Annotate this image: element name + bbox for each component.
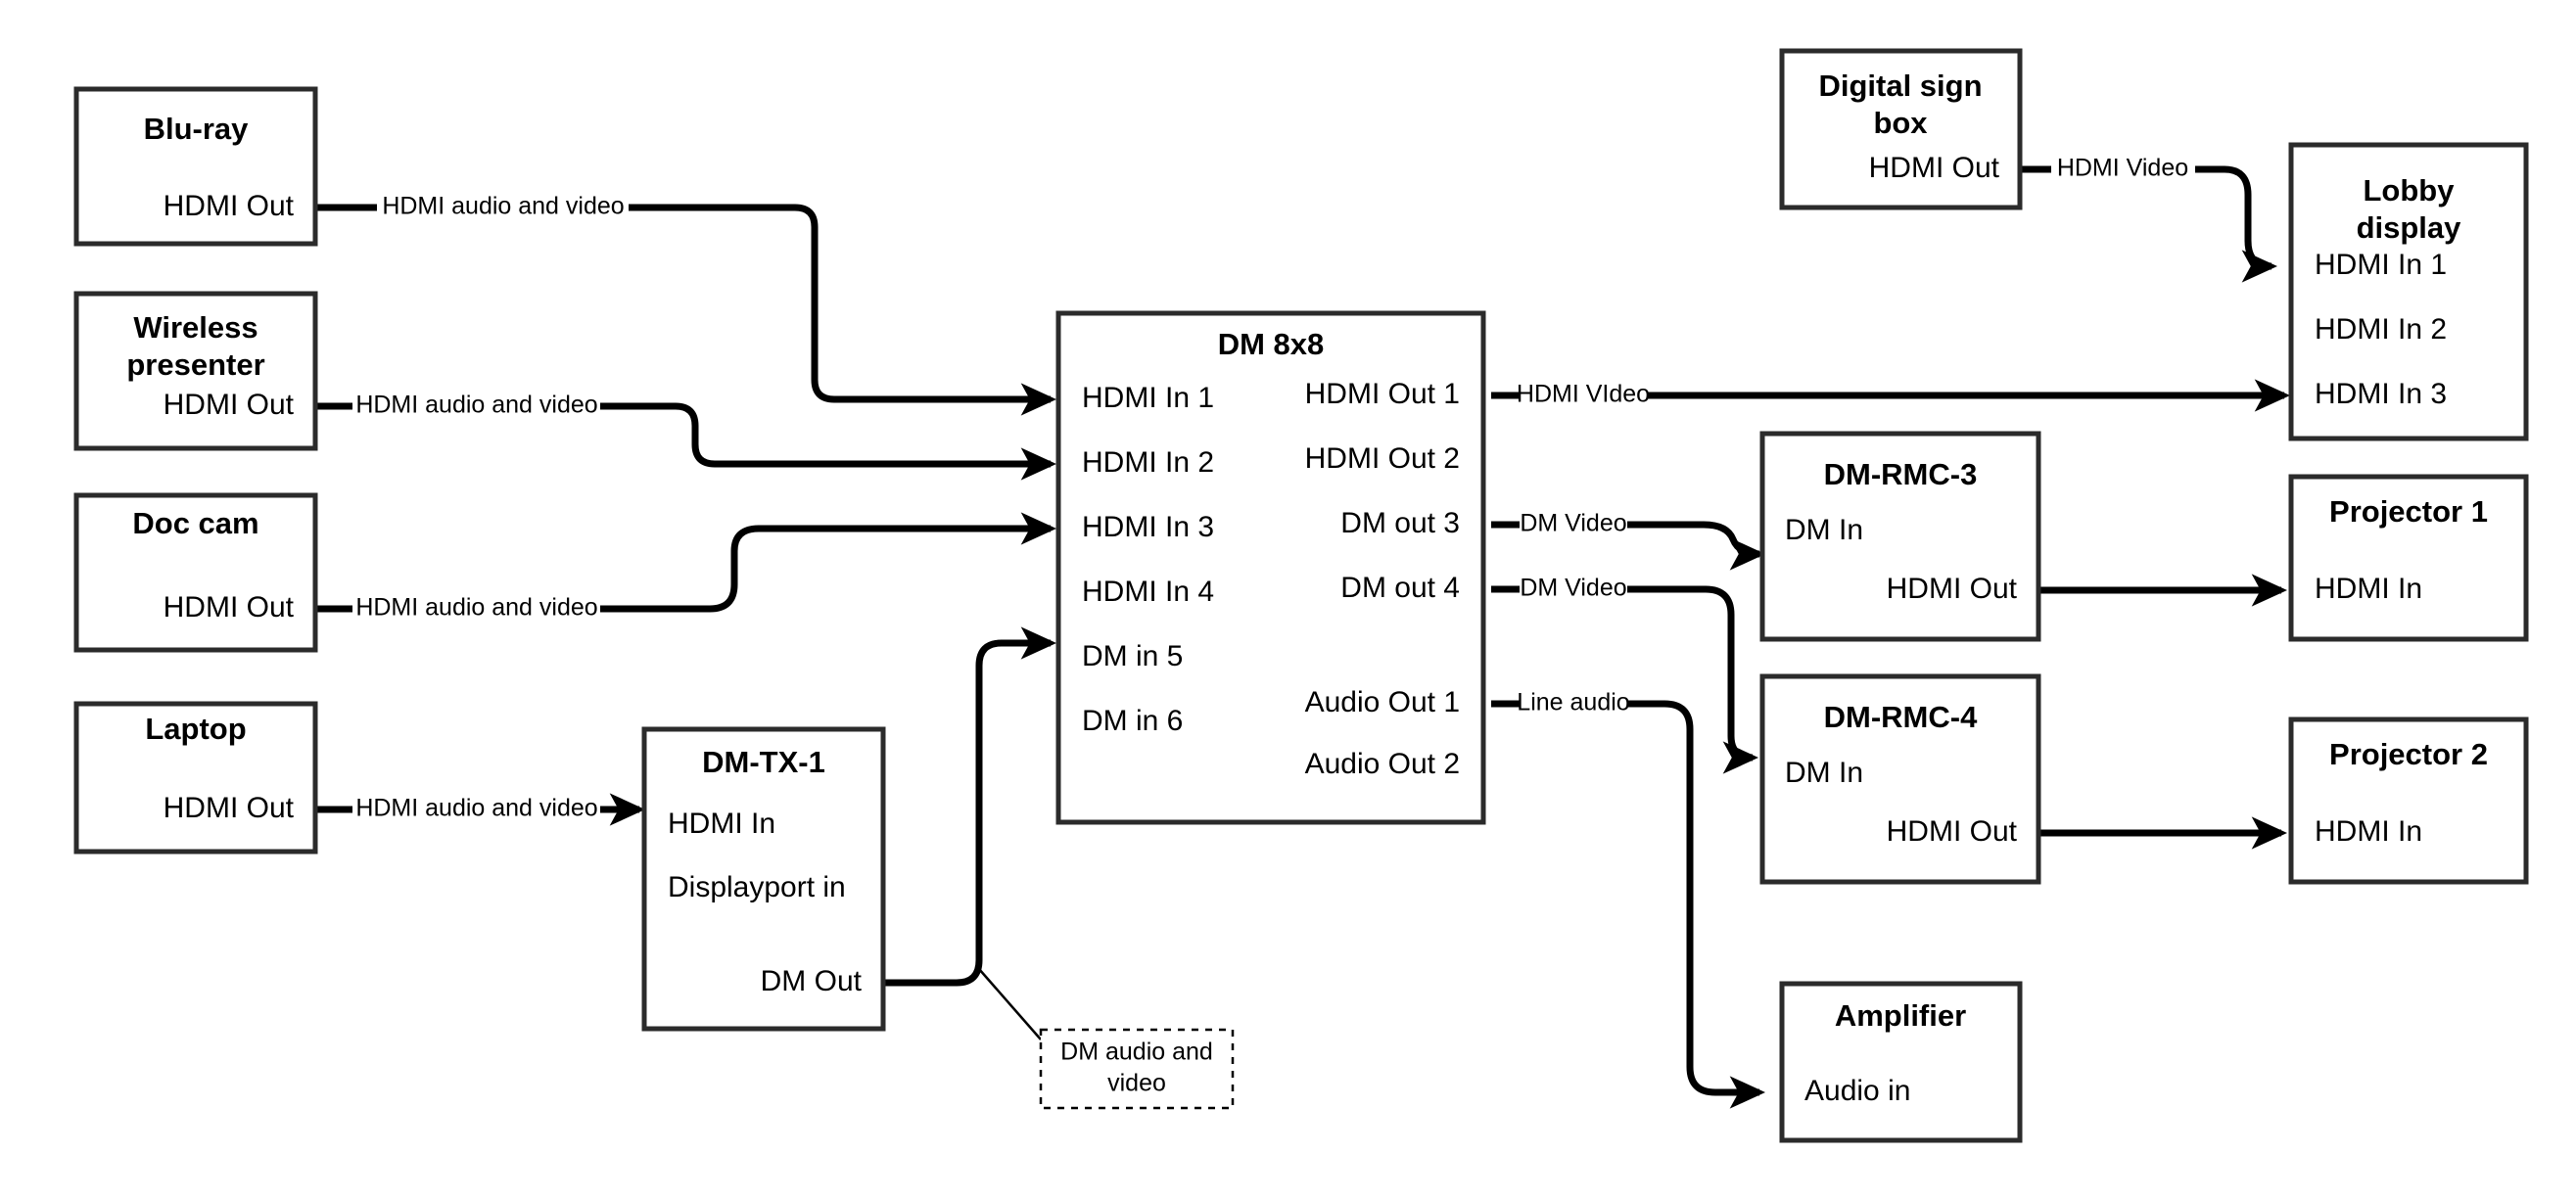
wire-label-wireless: HDMI audio and video — [355, 392, 597, 419]
callout-dm-av-line1: DM audio and — [1060, 1039, 1213, 1066]
projector-2-box[interactable] — [2288, 716, 2529, 885]
dm-rmc-4-title: DM-RMC-4 — [1824, 700, 1978, 734]
dm-rmc-3-box[interactable] — [1759, 431, 2041, 642]
dm-8x8-input-dm-in-5: DM in 5 — [1082, 640, 1183, 672]
dm-8x8-input-hdmi-in-4: HDMI In 4 — [1082, 576, 1214, 608]
doc-cam-port-hdmi-out: HDMI Out — [164, 591, 295, 624]
digital-sign-box-title-line1: Digital sign — [1818, 69, 1982, 103]
dm-8x8-output-dm-out-3: DM out 3 — [1340, 507, 1460, 539]
node-dm-tx-1[interactable]: DM-TX-1 HDMI In Displayport in DM Out — [641, 726, 886, 1032]
laptop-title: Laptop — [145, 712, 246, 746]
node-dm-8x8[interactable]: DM 8x8 HDMI In 1 HDMI In 2 HDMI In 3 HDM… — [1055, 310, 1486, 825]
node-digital-sign-box[interactable]: Digital sign box HDMI Out — [1779, 48, 2023, 210]
amplifier-title: Amplifier — [1835, 998, 1966, 1033]
bluray-title: Blu-ray — [144, 112, 250, 146]
wireless-presenter-title-line2: presenter — [126, 347, 264, 382]
dm-8x8-input-hdmi-in-3: HDMI In 3 — [1082, 511, 1214, 543]
dm-rmc-4-box[interactable] — [1759, 673, 2041, 885]
doc-cam-box[interactable] — [73, 492, 318, 653]
wire-audioout1-to-amplifier: Line audio — [1491, 689, 1766, 1109]
wire-label-dm-video-3: DM Video — [1520, 510, 1626, 537]
dm-8x8-input-hdmi-in-1: HDMI In 1 — [1082, 382, 1214, 414]
digital-sign-box-port-hdmi-out: HDMI Out — [1869, 152, 2000, 184]
laptop-port-hdmi-out: HDMI Out — [164, 792, 295, 824]
dm-rmc-3-title: DM-RMC-3 — [1824, 457, 1978, 491]
node-projector-2[interactable]: Projector 2 HDMI In — [2288, 716, 2529, 885]
node-amplifier[interactable]: Amplifier Audio in — [1779, 981, 2023, 1143]
wire-label-hdmi-video-out1: HDMI VIdeo — [1517, 381, 1650, 408]
dm-8x8-output-hdmi-out-1: HDMI Out 1 — [1305, 378, 1460, 410]
wire-dmout4-to-rmc4: DM Video — [1491, 575, 1759, 774]
doc-cam-title: Doc cam — [132, 506, 258, 540]
dm-8x8-box[interactable] — [1055, 310, 1486, 825]
projector-1-box[interactable] — [2288, 474, 2529, 642]
wire-wireless-to-dm8x8: HDMI audio and video — [315, 392, 1057, 481]
dm-8x8-input-dm-in-6: DM in 6 — [1082, 705, 1183, 737]
wire-hdmiout1-to-lobby: HDMI VIdeo — [1491, 379, 2291, 412]
wire-doccam-to-dm8x8: HDMI audio and video — [315, 512, 1057, 622]
dm-8x8-output-audio-out-2: Audio Out 2 — [1305, 748, 1460, 780]
projector-1-title: Projector 1 — [2329, 494, 2488, 529]
lobby-display-title-line2: display — [2357, 210, 2462, 245]
laptop-box[interactable] — [73, 701, 318, 855]
digital-sign-box-rect[interactable] — [1779, 48, 2023, 210]
amplifier-port-audio-in: Audio in — [1804, 1075, 1910, 1107]
node-dm-rmc-3[interactable]: DM-RMC-3 DM In HDMI Out — [1759, 431, 2041, 642]
projector-2-title: Projector 2 — [2329, 737, 2488, 771]
projector-1-port-hdmi-in: HDMI In — [2315, 573, 2422, 605]
dm-rmc-3-port-dm-in: DM In — [1785, 514, 1863, 546]
dm-8x8-input-hdmi-in-2: HDMI In 2 — [1082, 446, 1214, 479]
dm-tx-1-port-dm-out: DM Out — [761, 965, 863, 997]
callout-dm-audio-and-video: DM audio and video — [1039, 1028, 1235, 1110]
node-doc-cam[interactable]: Doc cam HDMI Out — [73, 492, 318, 653]
dm-rmc-4-port-hdmi-out: HDMI Out — [1887, 815, 2018, 848]
wireless-presenter-title-line1: Wireless — [133, 310, 258, 345]
wire-label-sign-hdmi-video: HDMI Video — [2057, 155, 2188, 182]
wireless-presenter-box[interactable] — [73, 291, 318, 451]
node-lobby-display[interactable]: Lobby display HDMI In 1 HDMI In 2 HDMI I… — [2288, 142, 2529, 441]
callout-dm-av-line2: video — [1107, 1070, 1166, 1097]
dm-rmc-3-port-hdmi-out: HDMI Out — [1887, 573, 2018, 605]
digital-sign-box-title-line2: box — [1873, 106, 1928, 140]
wire-bluray-to-dm8x8: HDMI audio and video — [315, 193, 1057, 416]
dm-tx-1-port-hdmi-in: HDMI In — [668, 808, 775, 840]
dm-8x8-title: DM 8x8 — [1218, 327, 1325, 361]
wireless-presenter-port-hdmi-out: HDMI Out — [164, 389, 295, 421]
wire-label-line-audio: Line audio — [1517, 689, 1629, 716]
lobby-display-input-hdmi-in-1: HDMI In 1 — [2315, 249, 2447, 281]
callout-dm-av-box — [1039, 1028, 1235, 1110]
lobby-display-box[interactable] — [2288, 142, 2529, 441]
bluray-box[interactable] — [73, 86, 318, 247]
lobby-display-input-hdmi-in-2: HDMI In 2 — [2315, 313, 2447, 346]
wire-signbox-to-lobby: HDMI Video — [2020, 155, 2278, 283]
wire-label-laptop: HDMI audio and video — [355, 795, 597, 822]
wire-dmtx1-to-dm8x8 — [883, 626, 1057, 1040]
bluray-port-hdmi-out: HDMI Out — [164, 190, 295, 222]
dm-tx-1-port-displayport-in: Displayport in — [668, 871, 846, 903]
lobby-display-input-hdmi-in-3: HDMI In 3 — [2315, 378, 2447, 410]
dm-8x8-output-dm-out-4: DM out 4 — [1340, 572, 1460, 604]
node-laptop[interactable]: Laptop HDMI Out — [73, 701, 318, 855]
node-bluray[interactable]: Blu-ray HDMI Out — [73, 86, 318, 247]
dm-8x8-output-audio-out-1: Audio Out 1 — [1305, 686, 1460, 718]
wire-label-doccam: HDMI audio and video — [355, 594, 597, 622]
amplifier-box[interactable] — [1779, 981, 2023, 1143]
wire-dmout3-to-rmc3: DM Video — [1491, 510, 1766, 571]
lobby-display-title-line1: Lobby — [2364, 173, 2456, 208]
wire-label-dm-video-4: DM Video — [1520, 575, 1626, 602]
wire-label-bluray: HDMI audio and video — [382, 193, 624, 220]
node-wireless-presenter[interactable]: Wireless presenter HDMI Out — [73, 291, 318, 451]
dm-rmc-4-port-dm-in: DM In — [1785, 757, 1863, 789]
dm-tx-1-title: DM-TX-1 — [702, 745, 825, 779]
callout-leader-line — [978, 968, 1042, 1040]
dm-tx-1-box[interactable] — [641, 726, 886, 1032]
dm-8x8-output-hdmi-out-2: HDMI Out 2 — [1305, 442, 1460, 475]
wire-laptop-to-dmtx1: HDMI audio and video — [315, 793, 646, 826]
node-projector-1[interactable]: Projector 1 HDMI In — [2288, 474, 2529, 642]
node-dm-rmc-4[interactable]: DM-RMC-4 DM In HDMI Out — [1759, 673, 2041, 885]
projector-2-port-hdmi-in: HDMI In — [2315, 815, 2422, 848]
